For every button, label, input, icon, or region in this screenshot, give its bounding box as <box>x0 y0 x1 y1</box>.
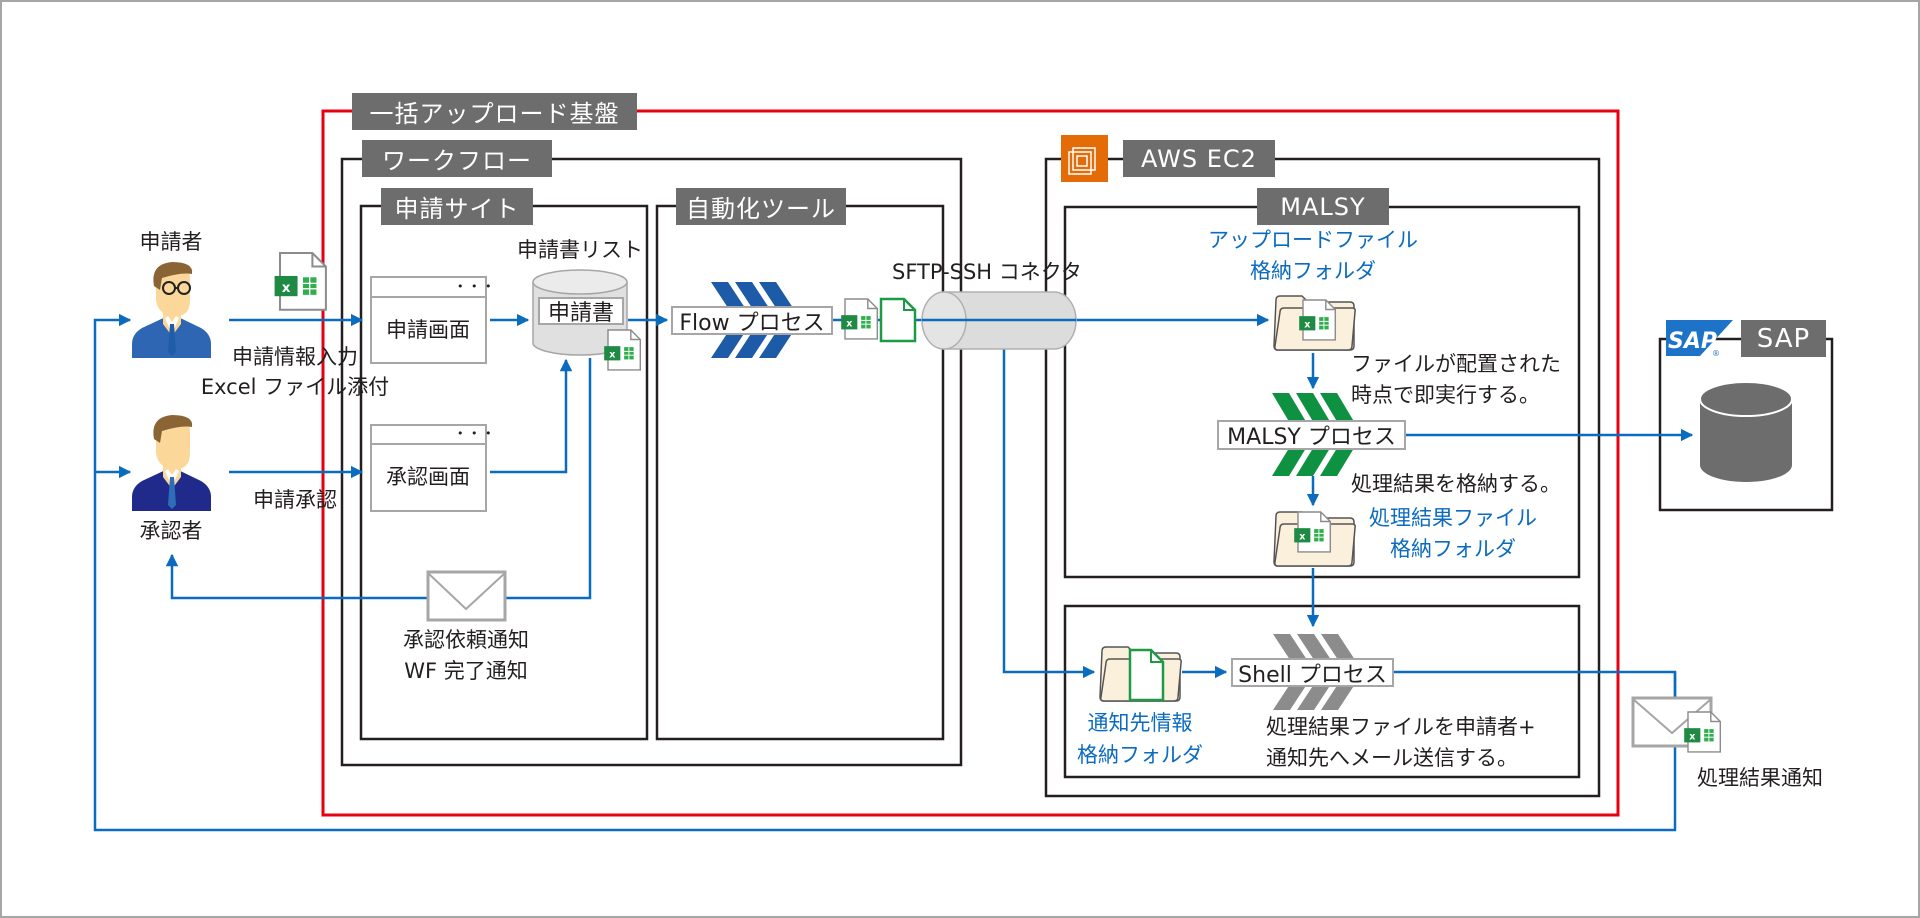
notify-folder-label-line2: 格納フォルダ <box>1077 743 1203 767</box>
approval-notify-envelope-icon <box>426 570 507 622</box>
sap-tag: SAP <box>1741 320 1826 357</box>
approval-screen[interactable] <box>370 424 487 512</box>
sftp-connector-label: SFTP-SSH コネクタ <box>892 260 1082 284</box>
application-list-title: 申請書リスト <box>517 238 643 262</box>
approval-screen-dots: • • • <box>457 427 494 440</box>
result-mail-excel-icon <box>1683 711 1722 753</box>
application-excel-icon <box>603 329 642 371</box>
sap-logo-icon: SAP ® <box>1666 320 1733 358</box>
automation-tool-box <box>655 204 945 741</box>
approver-person-icon <box>132 415 211 511</box>
aws-ec2-box <box>1044 157 1601 798</box>
result-excel-icon <box>1293 511 1332 553</box>
malsy-store-note: 処理結果を格納する。 <box>1351 472 1561 496</box>
workflow-tag: ワークフロー <box>362 140 552 177</box>
application-screen[interactable] <box>370 276 487 364</box>
shell-to-mail-line <box>1394 670 1677 700</box>
shell-box <box>1063 604 1581 779</box>
result-folder-label-line2: 格納フォルダ <box>1390 537 1516 561</box>
applicant-label: 申請者 <box>139 230 203 254</box>
upload-excel-icon <box>1298 299 1337 341</box>
result-feedback-line <box>93 313 1677 832</box>
malsy-trigger-note-line1: ファイルが配置された <box>1351 352 1561 376</box>
flow-document-icon <box>879 297 917 343</box>
workflow-box <box>340 157 963 767</box>
connector-to-notify-folder-arrow <box>1002 320 1096 679</box>
flow-excel-icon <box>840 298 879 340</box>
approval-screen-label[interactable]: 承認画面 <box>386 465 470 489</box>
malsy-tag: MALSY <box>1257 188 1389 225</box>
shell-send-note-line1: 処理結果ファイルを申請者+ <box>1266 715 1536 739</box>
upload-folder-label-line1: アップロードファイル <box>1208 228 1418 252</box>
result-notify-label: 処理結果通知 <box>1697 766 1823 790</box>
application-item-label: 申請書 <box>538 297 624 326</box>
notify-approver-line <box>165 358 592 600</box>
application-screen-dots: • • • <box>457 280 494 293</box>
sap-database-icon <box>1699 381 1793 482</box>
approver-label: 承認者 <box>139 519 203 543</box>
notify-folder-label-line1: 通知先情報 <box>1087 711 1193 735</box>
flow-process-label: Flow プロセス <box>671 306 833 336</box>
application-screen-label[interactable]: 申請画面 <box>386 318 470 342</box>
applicant-person-icon <box>132 262 211 358</box>
platform-frame <box>321 109 1620 817</box>
application-site-tag: 申請サイト <box>381 188 533 225</box>
malsy-process-label: MALSY プロセス <box>1217 420 1406 450</box>
malsy-trigger-note-line2: 時点で即実行する。 <box>1351 383 1540 407</box>
approval-label: 申請承認 <box>253 488 337 512</box>
aws-ec2-tag: AWS EC2 <box>1123 140 1275 177</box>
result-folder-label-line1: 処理結果ファイル <box>1369 506 1537 530</box>
shell-process-label: Shell プロセス <box>1231 658 1394 688</box>
approval-to-list-arrow <box>490 358 573 474</box>
notify-document-icon <box>1128 648 1165 702</box>
excel-attachment-icon <box>273 251 327 311</box>
approval-request-notify-label: 承認依頼通知 <box>403 628 529 652</box>
upload-folder-label-line2: 格納フォルダ <box>1250 259 1376 283</box>
wf-complete-notify-label: WF 完了通知 <box>404 659 528 683</box>
svg-text:SAP: SAP <box>1668 329 1717 354</box>
aws-ec2-icon <box>1061 135 1108 182</box>
shell-send-note-line2: 通知先へメール送信する。 <box>1266 746 1518 770</box>
svg-text:®: ® <box>1712 349 1720 358</box>
applicant-input-label: 申請情報入力 <box>232 345 358 369</box>
platform-tag: 一括アップロード基盤 <box>352 93 637 130</box>
automation-tool-tag: 自動化ツール <box>676 188 846 225</box>
excel-attach-label: Excel ファイル添付 <box>200 375 390 399</box>
